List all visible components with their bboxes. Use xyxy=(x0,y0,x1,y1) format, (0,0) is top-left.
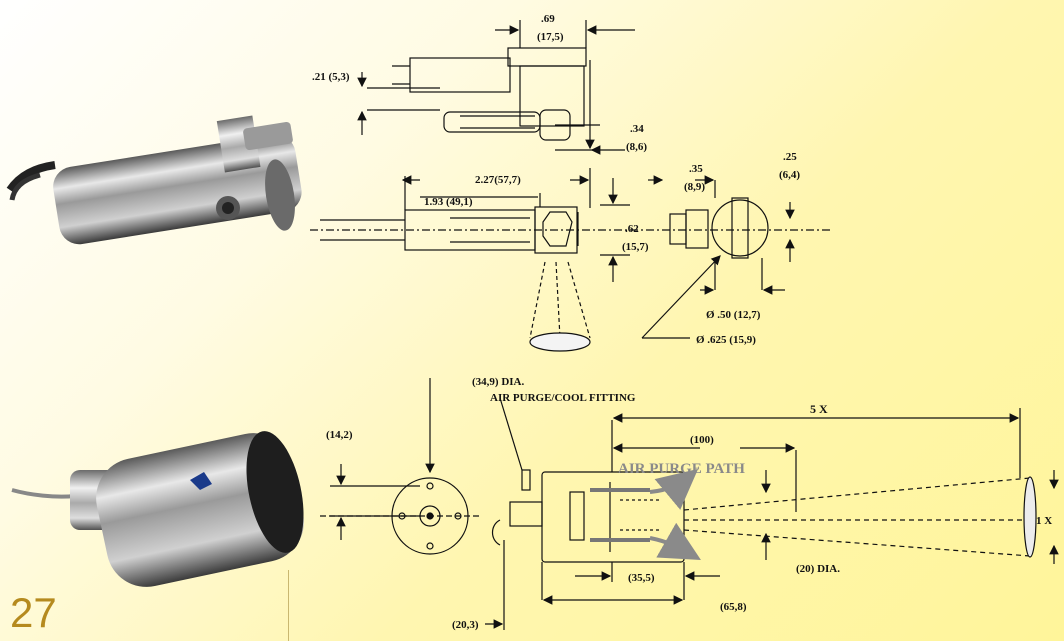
label-air-purge-fitting: AIR PURGE/COOL FITTING xyxy=(490,392,636,404)
dim-157: (15,7) xyxy=(622,241,649,253)
dim-062: .62 xyxy=(625,223,639,235)
dim-5x: 5 X xyxy=(810,402,828,416)
dim-dia-050: Ø .50 (12,7) xyxy=(706,309,761,321)
sensor-photo-right-angle xyxy=(6,115,302,245)
top-end-view xyxy=(641,175,795,339)
dim-dia-0625: Ø .625 (15,9) xyxy=(696,334,756,346)
dim-069: .69 xyxy=(541,13,555,25)
column-divider xyxy=(288,570,289,641)
sensor-photo-straight xyxy=(11,431,304,587)
dim-089: (8,9) xyxy=(684,181,705,193)
dim-1x: 1 X xyxy=(1036,515,1052,527)
dim-658: (65,8) xyxy=(720,601,747,613)
bottom-front-view xyxy=(320,378,480,555)
dim-035: .35 xyxy=(689,163,703,175)
top-side-view xyxy=(357,20,635,155)
dim-100: (100) xyxy=(690,434,714,446)
dim-349-dia: (34,9) DIA. xyxy=(472,376,524,388)
bottom-side-view xyxy=(485,397,1059,630)
dim-20-dia: (20) DIA. xyxy=(796,563,840,575)
dim-142: (14,2) xyxy=(326,429,353,441)
dim-203: (20,3) xyxy=(452,619,479,631)
dim-064: (6,4) xyxy=(779,169,800,181)
dim-193: 1.93 (49,1) xyxy=(424,196,473,208)
label-air-purge-path: AIR PURGE PATH xyxy=(618,461,745,477)
dim-025: .25 xyxy=(783,151,797,163)
dim-355: (35,5) xyxy=(628,572,655,584)
dim-086: (8,6) xyxy=(626,141,647,153)
air-purge-arrows xyxy=(649,468,701,560)
dim-034: .34 xyxy=(630,123,644,135)
dim-227: 2.27(57,7) xyxy=(475,174,521,186)
dim-021: .21 (5,3) xyxy=(312,71,350,83)
page-number: 27 xyxy=(10,589,57,636)
top-lower-view xyxy=(310,168,830,352)
dim-175: (17,5) xyxy=(537,31,564,43)
